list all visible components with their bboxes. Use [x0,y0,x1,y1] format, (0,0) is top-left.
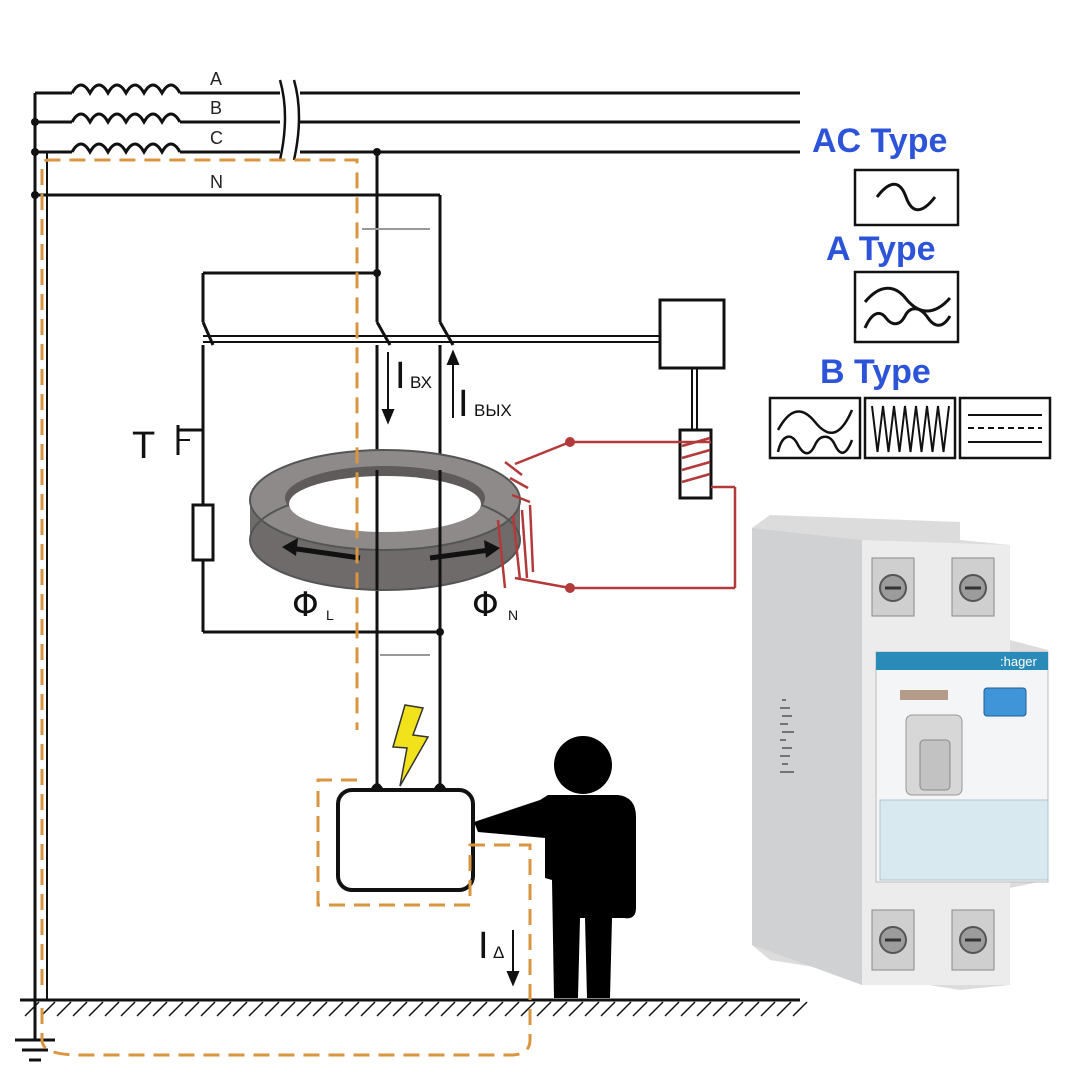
rcd-device-photo: :hager [752,515,1049,990]
flux-n-symbol: Φ [472,585,499,625]
winding-junctions [565,437,575,593]
leakage-current-subscript: Δ [493,943,504,962]
ac-type-title: AC Type [812,122,947,160]
pulsating-dc-icon [863,286,952,329]
supply-lines [33,79,800,1000]
sensing-winding [496,440,737,590]
test-button-label: T [132,425,155,467]
smooth-dc-icon [968,414,1042,443]
toroidal-transformer [249,449,521,591]
person-icon [474,736,636,998]
dash-marks [362,228,430,656]
phase-label-a: A [210,69,222,89]
rcd-types-panel: AC Type A Type B Type [768,122,1052,460]
sine-icon [875,182,937,212]
high-frequency-icon [871,405,950,453]
current-arrows [381,349,520,987]
phase-label-b: B [210,98,222,118]
flux-n-subscript: N [508,607,518,623]
mechanical-linkage [203,335,660,343]
phase-labels: A B C N [210,69,223,192]
phase-label-c: C [210,128,223,148]
lightning-icon [392,704,430,787]
flux-l-subscript: L [326,607,334,623]
load-appliance [336,783,475,892]
leakage-path [40,158,532,1057]
brand-label: :hager [1000,654,1038,669]
a-type-box [853,270,960,344]
current-out-subscript: ВЫХ [474,401,512,420]
leakage-current-symbol: I [478,925,489,967]
current-in-symbol: I [395,355,406,397]
flux-l-symbol: Φ [292,585,319,625]
rectified-icon [776,409,854,455]
b-type-box-1 [768,396,862,460]
current-out-symbol: I [458,383,469,425]
b-type-box-3 [958,396,1052,460]
b-type-title: B Type [820,353,931,391]
current-labels: T I ВХ I ВЫХ Φ L Φ N I Δ [132,355,518,967]
ground-symbol [15,1000,55,1062]
test-button [983,687,1027,717]
current-in-subscript: ВХ [410,373,432,392]
phase-label-n: N [210,172,223,192]
ground-hatching [24,1001,808,1017]
a-type-title: A Type [826,230,936,268]
